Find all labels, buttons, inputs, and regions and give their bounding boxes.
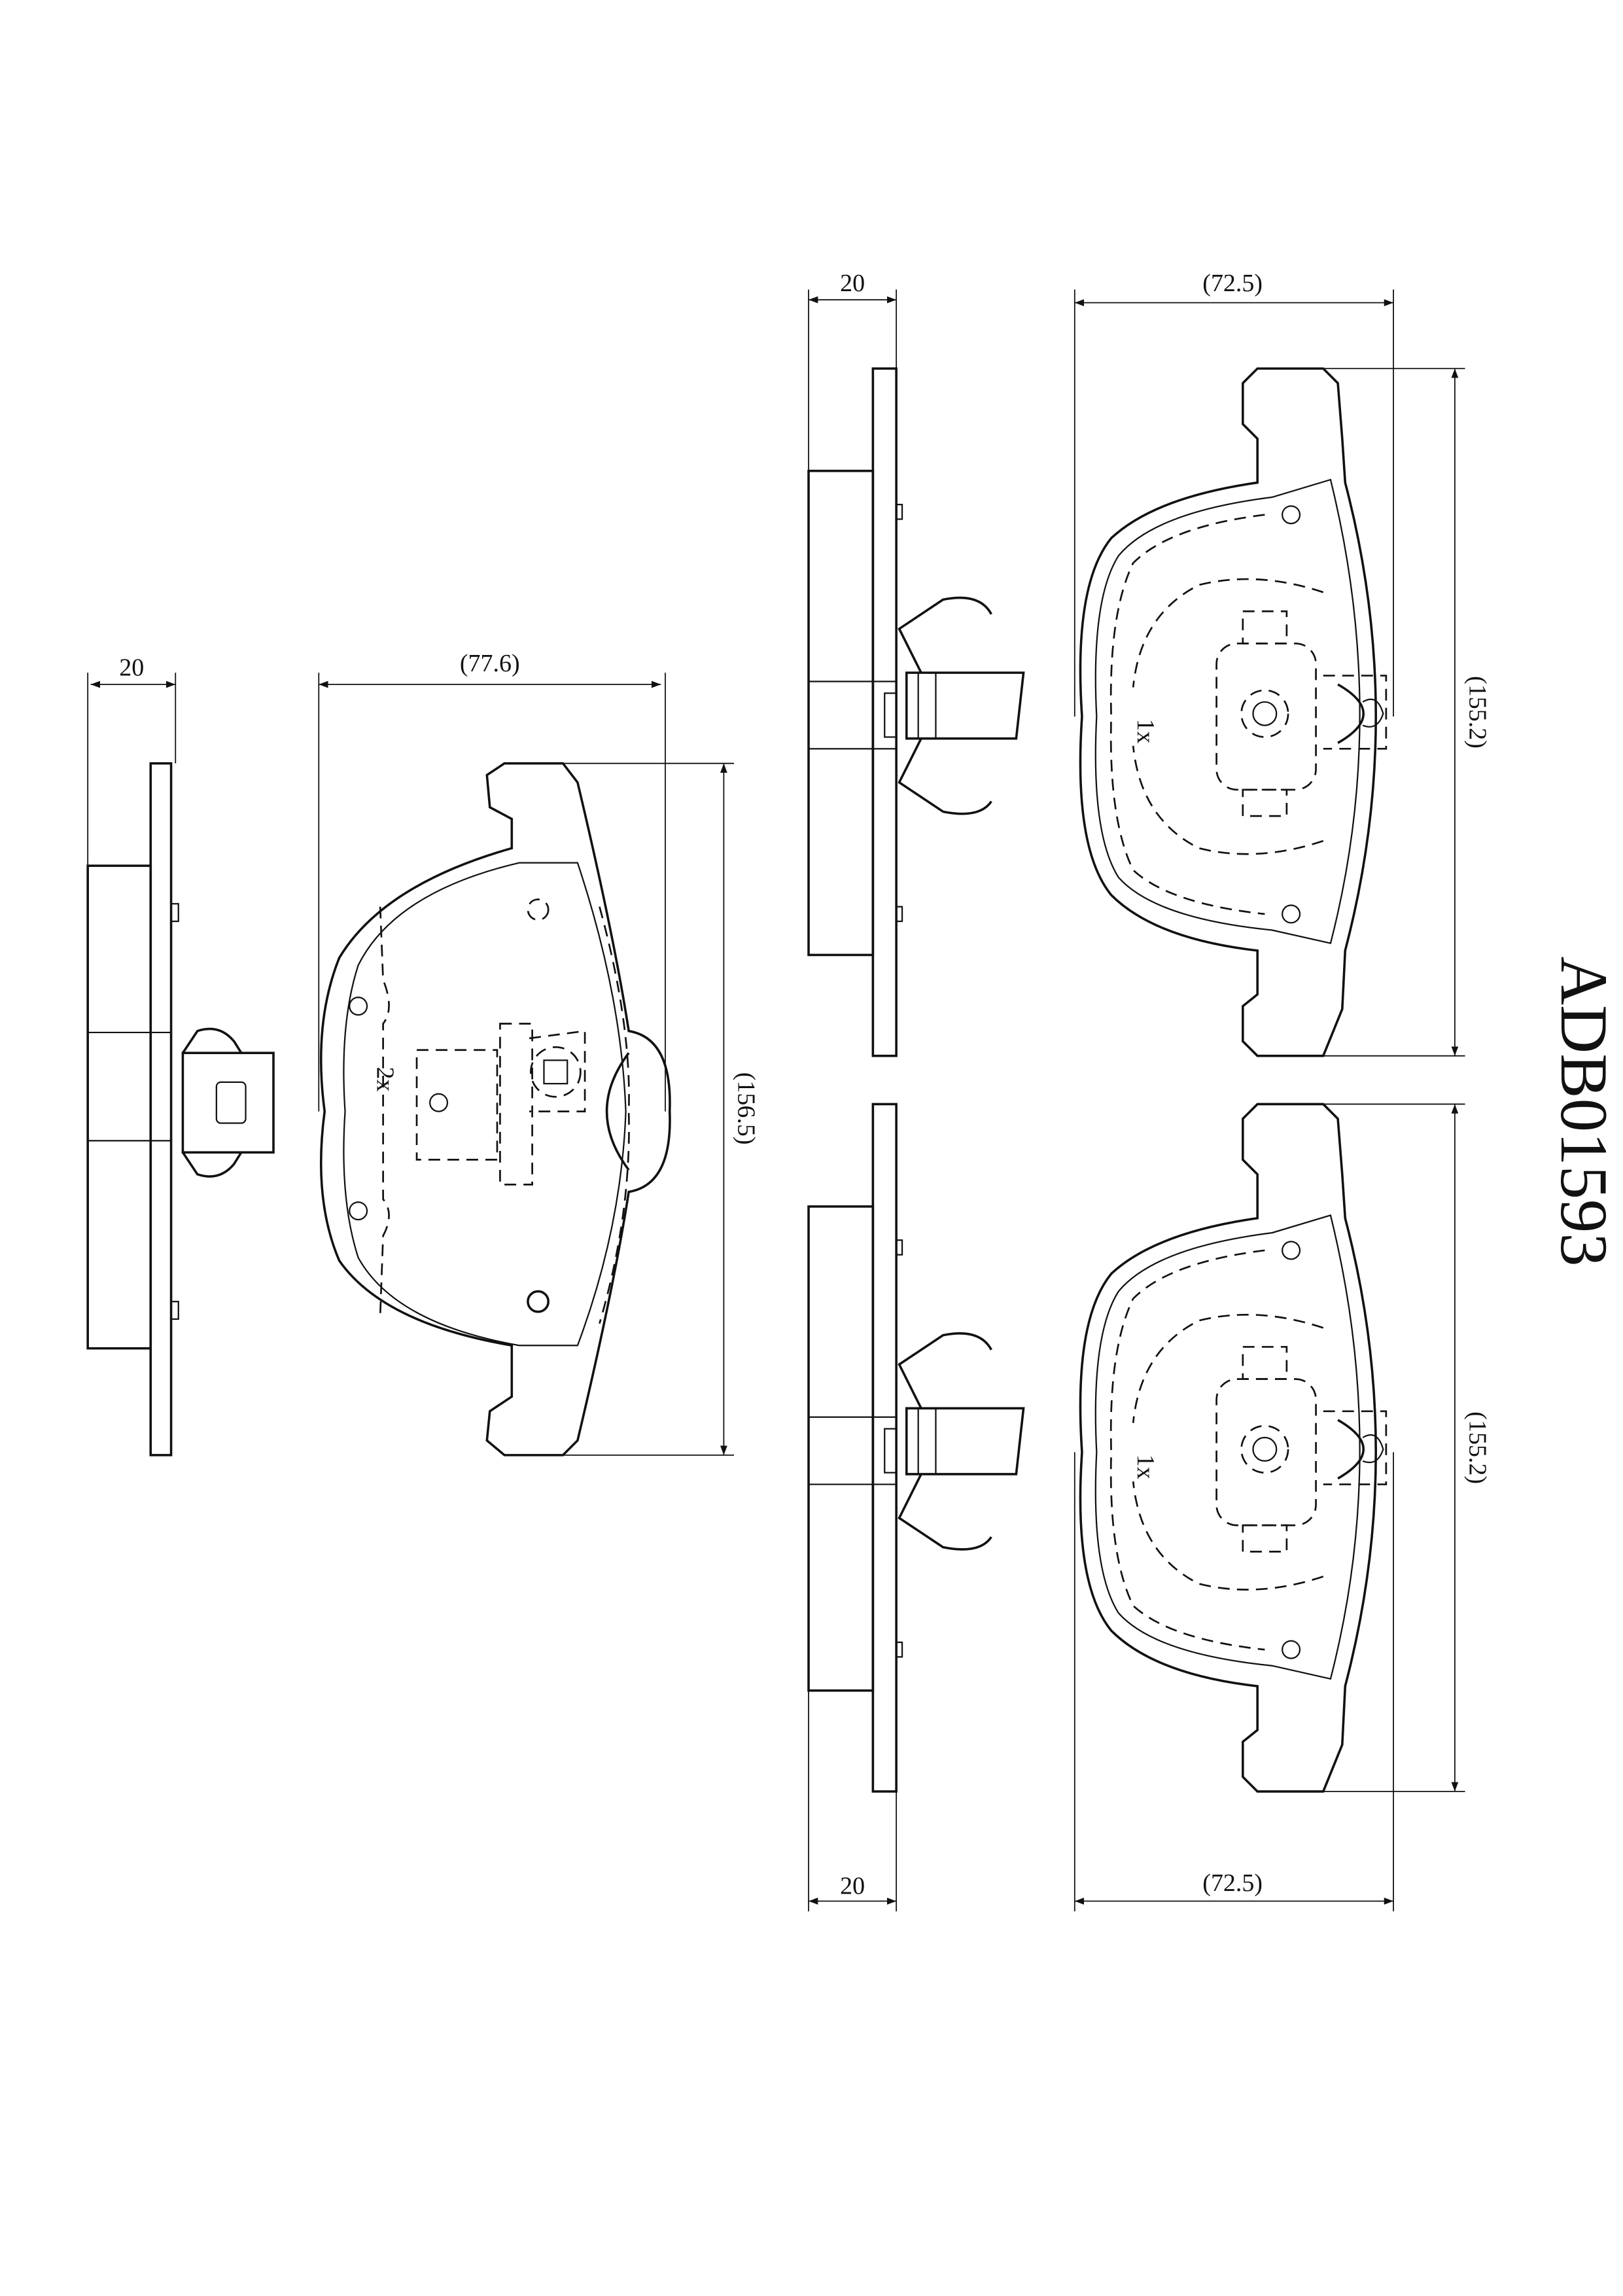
right-top-height-label: (155.2) [1463,676,1491,749]
part-number: ADB01593 [1546,957,1621,1267]
right-bottom-thickness-label: 20 [840,1872,865,1899]
left-side-view [86,762,275,1457]
right-top-quantity-label: 1x [1132,719,1159,744]
left-thickness-label: 20 [119,654,144,682]
right-bottom-height-label: (155.2) [1463,1411,1491,1484]
left-quantity-label: 2x [372,1067,399,1091]
right-top-width-label: (72.5) [1202,270,1263,297]
left-pad-outline [319,762,671,1457]
right-top-thickness-label: 20 [840,270,865,297]
left-pad-set [86,762,671,1457]
right-top-pad-set [807,367,1387,1057]
right-bottom-pad-set [807,1103,1387,1793]
right-bottom-quantity-label: 1x [1132,1455,1159,1479]
left-height-label: (156.5) [733,1072,760,1145]
dimension-lines [87,289,1465,1912]
right-bottom-width-label: (72.5) [1202,1869,1263,1897]
left-width-label: (77.6) [460,650,520,677]
